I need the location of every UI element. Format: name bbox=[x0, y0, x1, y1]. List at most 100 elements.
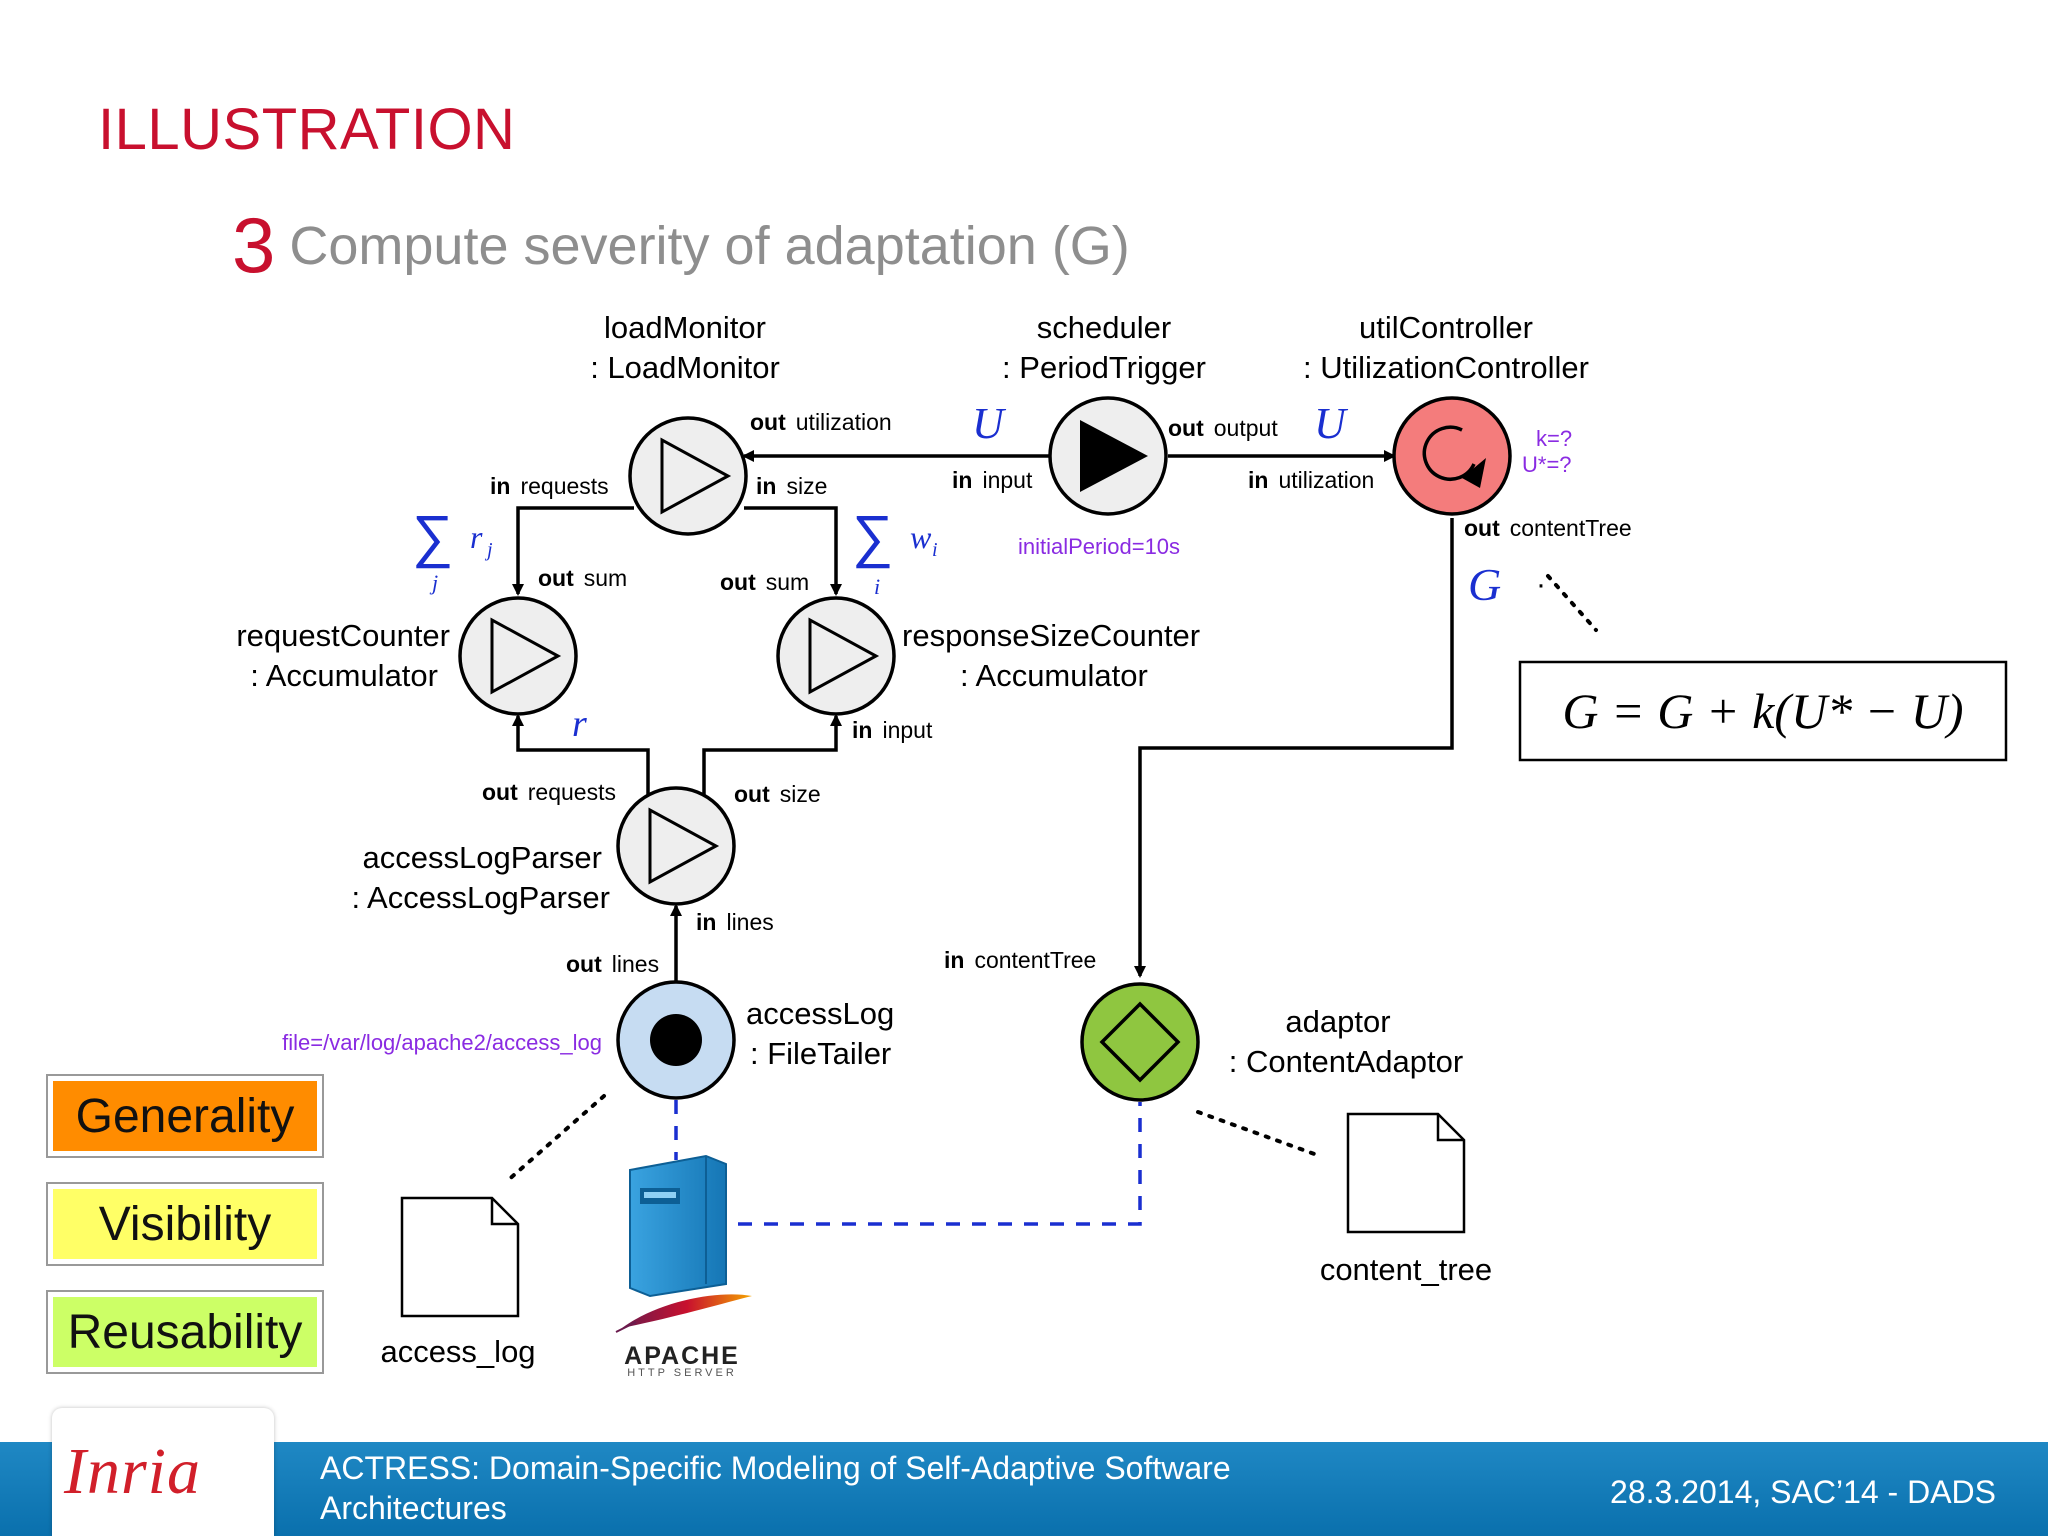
connection-parser-requestcounter bbox=[512, 714, 650, 796]
component-accesslog[interactable] bbox=[616, 980, 736, 1100]
port-keyword: in bbox=[756, 473, 776, 499]
component-scheduler[interactable] bbox=[1048, 396, 1168, 516]
footer-bar bbox=[0, 1442, 2048, 1536]
utilcontroller-type: : UtilizationController bbox=[1303, 350, 1589, 385]
port-keyword: out bbox=[538, 565, 574, 591]
play-icon bbox=[660, 437, 732, 515]
quality-reusability: Reusability bbox=[46, 1290, 324, 1374]
play-icon bbox=[490, 617, 562, 695]
slide-title: ILLUSTRATION bbox=[98, 97, 516, 162]
port-lm-out-utilization: utilization bbox=[796, 409, 892, 435]
footer-title: ACTRESS: Domain-Specific Modeling of Sel… bbox=[320, 1450, 1231, 1526]
step-number: 3 bbox=[232, 201, 276, 289]
port-alp-in-lines: lines bbox=[726, 909, 773, 935]
math-sum-r-var: r bbox=[470, 519, 483, 555]
play-icon bbox=[808, 617, 880, 695]
port-keyword: in bbox=[490, 473, 510, 499]
math-r: r bbox=[572, 703, 587, 745]
quality-reusability-label: Reusability bbox=[53, 1297, 317, 1367]
connection-utilcontroller-adaptor bbox=[1134, 518, 1454, 978]
math-sum-w-var: w bbox=[910, 519, 932, 555]
play-icon bbox=[1080, 420, 1148, 492]
file-access-log-icon bbox=[400, 1196, 520, 1318]
dots-after-g: · bbox=[1536, 568, 1546, 601]
diamond-icon bbox=[1099, 1001, 1181, 1083]
port-keyword: in bbox=[944, 947, 964, 973]
port-rsc-in-input: input bbox=[882, 717, 932, 743]
file-content-tree-icon bbox=[1346, 1112, 1466, 1234]
component-loadmonitor[interactable] bbox=[628, 416, 748, 536]
apache-logo-subtext: HTTP SERVER bbox=[627, 1367, 737, 1379]
scheduler-type: : PeriodTrigger bbox=[1002, 350, 1206, 385]
deployment-links bbox=[674, 1100, 1142, 1226]
source-icon bbox=[650, 1014, 702, 1066]
port-alp-out-size: size bbox=[780, 781, 821, 807]
utilcontroller-name: utilController bbox=[1359, 310, 1533, 345]
apache-feather-icon bbox=[615, 1294, 752, 1333]
component-responsesizecounter[interactable] bbox=[776, 596, 896, 716]
utilcontroller-property-k: k=? bbox=[1536, 426, 1572, 451]
connection-parser-responsesizecounter bbox=[702, 714, 842, 796]
math-sum-w-symbol: ∑ bbox=[852, 504, 893, 569]
component-utilcontroller[interactable] bbox=[1392, 396, 1512, 516]
port-keyword: in bbox=[1248, 467, 1268, 493]
adaptor-name: adaptor bbox=[1285, 1004, 1390, 1039]
inria-logo-text: Inria bbox=[64, 1435, 201, 1508]
port-uc-out-contenttree: contentTree bbox=[1510, 515, 1632, 541]
port-keyword: out bbox=[720, 569, 756, 595]
port-sch-in-input: input bbox=[982, 467, 1032, 493]
math-sum-r-sub: j bbox=[484, 539, 493, 561]
port-sch-out-output: output bbox=[1214, 415, 1279, 441]
connection-loadmonitor-responsesizecounter bbox=[744, 506, 842, 596]
component-requestcounter[interactable] bbox=[458, 596, 578, 716]
accesslogparser-name: accessLogParser bbox=[362, 840, 602, 875]
step-text: Compute severity of adaptation (G) bbox=[289, 216, 1130, 276]
utilcontroller-property-u: U*=? bbox=[1522, 452, 1572, 477]
dotted-associations bbox=[504, 574, 1598, 1184]
port-keyword: in bbox=[696, 909, 716, 935]
architecture-diagram: APACHE HTTP SERVER G = G + k(U* − U) loa… bbox=[236, 310, 2008, 1379]
port-keyword: out bbox=[750, 409, 786, 435]
quality-generality-label: Generality bbox=[53, 1081, 317, 1151]
apache-server-icon bbox=[629, 1154, 727, 1298]
port-keyword: out bbox=[734, 781, 770, 807]
quality-visibility: Visibility bbox=[46, 1182, 324, 1266]
port-keyword: out bbox=[566, 951, 602, 977]
port-rsc-out-sum: sum bbox=[766, 569, 809, 595]
component-adaptor[interactable] bbox=[1080, 982, 1200, 1102]
link-apache-adaptor bbox=[738, 1102, 1142, 1226]
port-uc-in-utilization: utilization bbox=[1278, 467, 1374, 493]
quality-visibility-label: Visibility bbox=[53, 1189, 317, 1259]
port-keyword: out bbox=[482, 779, 518, 805]
play-icon bbox=[648, 807, 720, 885]
math-sum-w-sub: i bbox=[932, 539, 938, 561]
port-ad-in-contenttree: contentTree bbox=[974, 947, 1096, 973]
port-keyword: out bbox=[1464, 515, 1500, 541]
inria-logo: Inria bbox=[52, 1408, 274, 1536]
connection-loadmonitor-requestcounter bbox=[512, 506, 634, 596]
math-u-right: U bbox=[1314, 399, 1349, 448]
math-sum-r-index: j bbox=[429, 570, 438, 595]
accesslog-type: : FileTailer bbox=[750, 1036, 891, 1071]
accesslog-name: accessLog bbox=[746, 996, 894, 1031]
accesslog-property: file=/var/log/apache2/access_log bbox=[282, 1030, 602, 1055]
component-accesslogparser[interactable] bbox=[616, 786, 736, 906]
math-g: G bbox=[1468, 559, 1501, 610]
port-alp-out-requests: requests bbox=[528, 779, 616, 805]
responsesizecounter-name: responseSizeCounter bbox=[902, 618, 1200, 653]
port-keyword: in bbox=[952, 467, 972, 493]
dots-adaptor-file bbox=[1196, 1110, 1322, 1158]
